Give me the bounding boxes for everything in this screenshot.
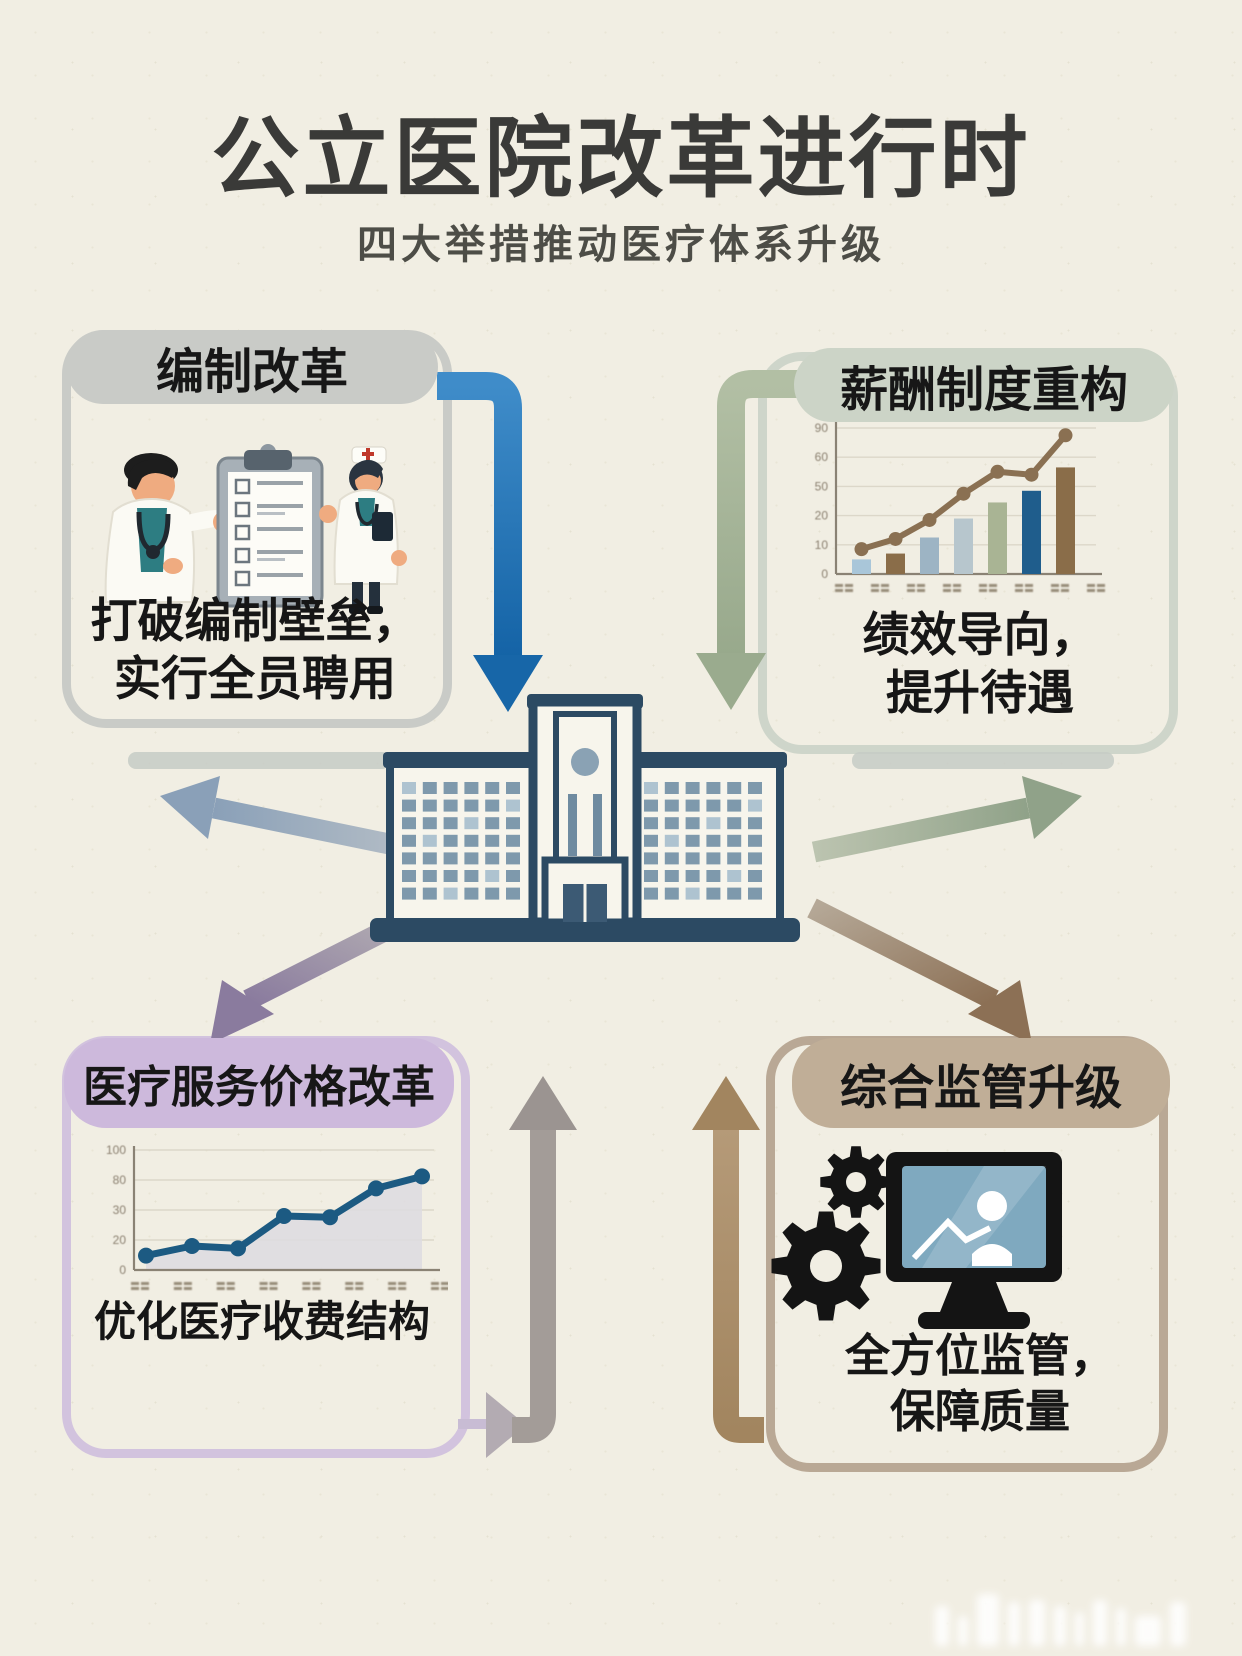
header-label: 编制改革 — [155, 346, 348, 399]
caption-line: 保障质量 — [889, 1385, 1070, 1437]
watermark-bar — [1170, 1602, 1186, 1646]
watermark-bar — [1008, 1602, 1020, 1646]
watermark-bar — [935, 1606, 949, 1646]
svg-text:90: 90 — [815, 421, 829, 435]
svg-text:80: 80 — [113, 1173, 127, 1187]
caption-line: 绩效导向， — [862, 608, 1098, 661]
header-supervision-upgrade: 综合监管升级 — [792, 1038, 1170, 1128]
caption-supervision: 全方位监管， 保障质量 — [800, 1328, 1160, 1440]
hospital-building-icon — [370, 694, 800, 942]
arrow-to-staffing — [160, 776, 431, 863]
svg-text:〓〓: 〓〓 — [216, 1282, 236, 1293]
watermark-bar — [1029, 1600, 1045, 1646]
svg-text:〓〓: 〓〓 — [1014, 584, 1034, 595]
staffing-down-arrow — [437, 372, 543, 712]
svg-text:〓〓: 〓〓 — [978, 584, 998, 595]
faded-right-bar — [852, 752, 1114, 769]
svg-text:〓〓: 〓〓 — [387, 1282, 407, 1293]
hospital-entrance — [541, 856, 629, 926]
watermark-bar — [1075, 1612, 1084, 1646]
svg-text:〓〓: 〓〓 — [301, 1282, 321, 1293]
header-staffing-reform: 编制改革 — [66, 330, 438, 404]
caption-line: 提升待遇 — [886, 666, 1074, 720]
watermark-blur — [935, 1588, 1235, 1646]
svg-text:30: 30 — [113, 1203, 127, 1217]
page-subtitle: 四大举措推动医疗体系升级 — [357, 223, 885, 267]
svg-text:〓〓: 〓〓 — [130, 1282, 150, 1293]
tower-circle-window — [571, 748, 599, 776]
header-label: 薪酬制度重构 — [839, 364, 1128, 417]
watermark-bar — [977, 1594, 999, 1646]
header-label: 综合监管升级 — [840, 1060, 1122, 1114]
right-wing-windows — [644, 782, 762, 900]
arrow-to-supervision — [807, 898, 1032, 1044]
svg-text:〓〓: 〓〓 — [1050, 584, 1070, 595]
svg-text:〓〓: 〓〓 — [1086, 584, 1106, 595]
svg-text:100: 100 — [106, 1143, 126, 1157]
caption-pricing: 优化医疗收费结构 — [66, 1296, 458, 1348]
caption-line: 全方位监管， — [844, 1330, 1115, 1381]
arrow-to-pricing — [210, 898, 435, 1044]
page-title: 公立医院改革进行时 — [211, 109, 1031, 208]
caption-line: 实行全员聘用 — [114, 652, 396, 706]
svg-text:〓〓: 〓〓 — [942, 584, 962, 595]
header-price-reform: 医疗服务价格改革 — [64, 1038, 454, 1128]
left-wing-windows — [402, 782, 520, 900]
svg-text:〓〓: 〓〓 — [834, 584, 854, 595]
svg-text:〓〓: 〓〓 — [430, 1282, 448, 1293]
watermark-bar — [1116, 1608, 1126, 1646]
svg-text:20: 20 — [815, 509, 829, 523]
hospital-door — [563, 884, 607, 922]
svg-text:0: 0 — [119, 1263, 126, 1277]
arrow-to-salary — [811, 776, 1082, 863]
svg-text:0: 0 — [821, 567, 828, 581]
svg-text:10: 10 — [815, 538, 829, 552]
header-salary-system: 薪酬制度重构 — [794, 348, 1174, 422]
svg-text:〓〓: 〓〓 — [173, 1282, 193, 1293]
watermark-bar — [1135, 1616, 1161, 1646]
faded-left-bar — [128, 752, 390, 769]
svg-text:60: 60 — [815, 450, 829, 464]
svg-text:50: 50 — [815, 479, 829, 493]
watermark-bar — [1054, 1606, 1066, 1646]
caption-salary: 绩效导向， 提升待遇 — [796, 606, 1164, 723]
supervision-up-arrow — [692, 1076, 764, 1443]
caption-staffing: 打破编制壁垒， 实行全员聘用 — [64, 592, 446, 709]
salary-growth-chart: 90 60 50 20 10 0 〓〓 〓〓 〓〓 〓〓 〓〓 〓〓 〓〓 〓〓 — [815, 421, 1106, 595]
svg-text:〓〓: 〓〓 — [870, 584, 890, 595]
watermark-bar — [958, 1616, 968, 1646]
svg-text:〓〓: 〓〓 — [906, 584, 926, 595]
header-label: 医疗服务价格改革 — [83, 1063, 435, 1112]
watermark-bar — [1093, 1600, 1107, 1646]
svg-text:〓〓: 〓〓 — [344, 1282, 364, 1293]
svg-text:20: 20 — [113, 1233, 127, 1247]
svg-text:〓〓: 〓〓 — [259, 1282, 279, 1293]
caption-line: 打破编制壁垒， — [90, 594, 420, 647]
caption-line: 优化医疗收费结构 — [93, 1298, 430, 1345]
pricing-up-arrow — [458, 1076, 577, 1458]
price-trend-chart: 100 80 30 20 0 〓〓 〓〓 〓〓 〓〓 〓〓 〓〓 〓〓 〓〓 — [106, 1143, 448, 1293]
